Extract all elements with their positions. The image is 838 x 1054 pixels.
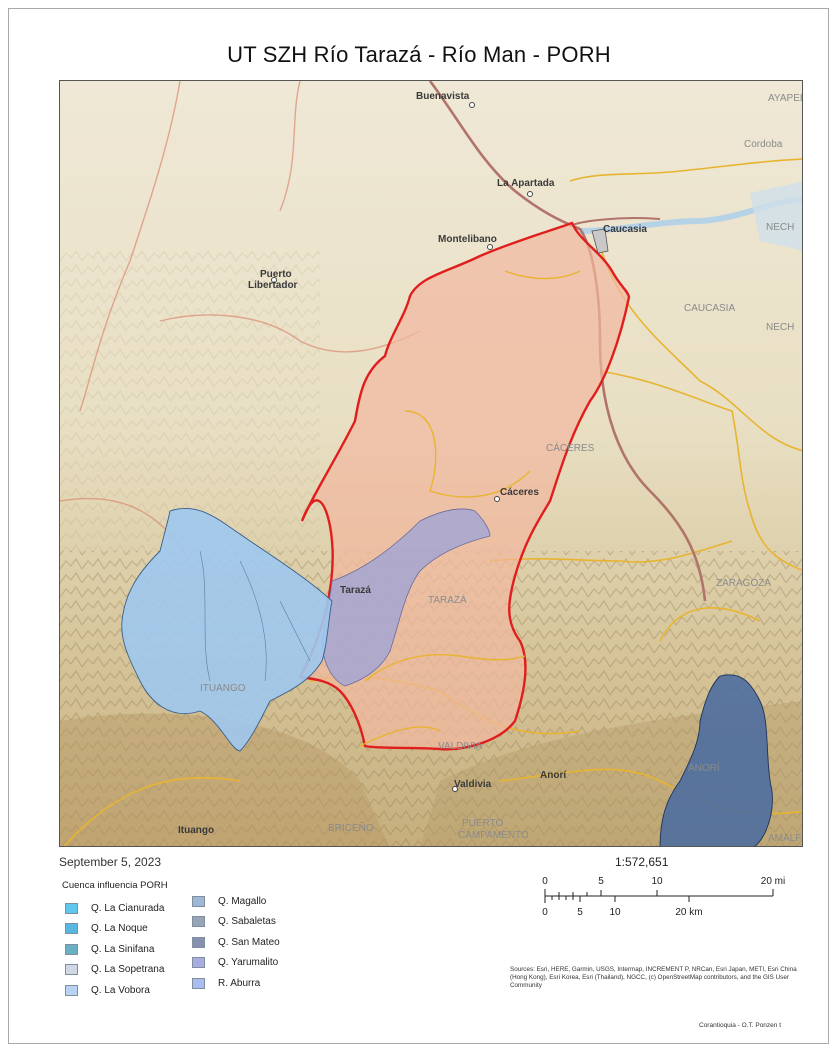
label-valdivia-muni: VALDIVIA [438, 741, 483, 752]
label-cordoba: Cordoba [744, 139, 783, 150]
legend-column-right: Q. Magallo Q. Sabaletas Q. San Mateo Q. … [192, 891, 280, 994]
mountains-sw [60, 713, 390, 846]
map-date: September 5, 2023 [59, 855, 162, 869]
legend-item: Q. Sabaletas [192, 912, 280, 933]
scale-mi-label-0: 0 [542, 876, 548, 887]
label-caceres-town: Cáceres [500, 487, 539, 498]
map-credit: Corantioquia - O.T. Ponzen t [699, 1022, 782, 1029]
scale-km-label-10: 10 [609, 907, 621, 918]
legend-label: Q. San Mateo [218, 936, 280, 948]
scale-km-label-0: 0 [542, 907, 548, 918]
basin-yarumalito[interactable] [321, 508, 491, 687]
label-campamento: CAMPAMENTO [458, 830, 529, 841]
legend-label: R. Aburra [218, 977, 261, 989]
map-canvas[interactable]: Buenavista La Apartada Caucasia Montelib… [60, 81, 803, 847]
basin-anori[interactable] [659, 674, 773, 847]
label-taraza-town: Tarazá [340, 585, 371, 596]
hillshade-west [60, 251, 320, 551]
legend-label: Q. Yarumalito [218, 957, 279, 969]
legend-swatch [65, 902, 78, 914]
legend-swatch [65, 964, 78, 976]
label-anori-town: Anorí [540, 770, 567, 781]
caucasia-urban [591, 228, 609, 254]
legend-swatch [192, 957, 205, 969]
map-frame[interactable]: Buenavista La Apartada Caucasia Montelib… [59, 80, 803, 847]
legend-label: Q. La Sinifana [91, 943, 155, 955]
scale-mi-label-10: 10 [651, 876, 663, 887]
label-amalfi: AMALFI [768, 833, 803, 844]
legend-label: Q. La Sopetrana [91, 964, 165, 976]
department-borders [60, 81, 421, 562]
legend-item: Q. La Cianurada [65, 898, 164, 919]
label-nech-1: NECH [766, 222, 794, 233]
label-valdivia-town: Valdivia [454, 779, 492, 790]
legend-title: Cuenca influencia PORH [62, 880, 168, 891]
scale-mi-label-5: 5 [598, 876, 604, 887]
label-zaragoza: ZARAGOZA [716, 578, 771, 589]
label-caceres-muni: CÁCERES [546, 441, 595, 454]
label-briceno: BRICEÑO [328, 821, 374, 834]
basin-ituango[interactable] [121, 507, 333, 752]
scale-km-label-5: 5 [577, 907, 583, 918]
scale-ratio: 1:572,651 [615, 855, 669, 869]
label-taraza-muni: TARAZÁ [428, 593, 467, 606]
wetland [750, 181, 802, 251]
legend-item: Q. Yarumalito [192, 953, 280, 974]
label-caucasia-town: Caucasia [603, 224, 647, 235]
label-ituango-muni: ITUANGO [200, 683, 246, 694]
legend-item: Q. San Mateo [192, 932, 280, 953]
label-buenavista: Buenavista [416, 91, 470, 102]
label-la-apartada: La Apartada [497, 178, 555, 189]
legend-item: Q. Magallo [192, 891, 280, 912]
scale-bar: 0 5 10 20 mi 0 5 10 20 km [542, 876, 785, 918]
legend-label: Q. La Cianurada [91, 902, 165, 914]
legend-item: R. Aburra [192, 973, 280, 994]
legend-label: Q. Sabaletas [218, 916, 276, 928]
legend-item: Q. La Noque [65, 919, 164, 940]
legend-item: Q. La Vobora [65, 980, 164, 1001]
legend-item: Q. La Sopetrana [65, 960, 164, 981]
legend-swatch [65, 943, 78, 955]
label-nech-2: NECH [766, 322, 794, 333]
scale-km-label-20: 20 km [675, 907, 702, 918]
page-frame [8, 8, 829, 1044]
label-montelibano: Montelibano [438, 234, 497, 245]
label-anori-muni: ANORÍ [688, 761, 720, 774]
label-ituango-town: Ituango [178, 825, 214, 836]
legend-label: Q. La Noque [91, 923, 148, 935]
label-ayapel: AYAPEL [768, 93, 803, 104]
label-puerto-libertador-1: Puerto [260, 269, 292, 280]
legend-swatch [65, 923, 78, 935]
legend-swatch [65, 984, 78, 996]
legend-swatch [192, 895, 205, 907]
study-area-internal-borders [359, 270, 581, 747]
label-caucasia-muni: CAUCASIA [684, 303, 735, 314]
label-puerto-libertador-2: Libertador [248, 280, 298, 291]
legend-swatch [192, 916, 205, 928]
map-title: UT SZH Río Tarazá - Río Man - PORH [227, 42, 611, 67]
scale-mi-label-20: 20 mi [761, 876, 785, 887]
map-sources: Sources: Esri, HERE, Garmin, USGS, Inter… [510, 966, 797, 990]
legend-swatch [192, 936, 205, 948]
label-puerto-1: PUERTO [462, 818, 504, 829]
legend-swatch [192, 977, 205, 989]
map-town-labels: Buenavista La Apartada Caucasia Montelib… [178, 91, 647, 836]
town-markers [271, 102, 533, 792]
sub-basin-lines [199, 550, 311, 682]
legend-label: Q. La Vobora [91, 984, 150, 996]
map-municipality-labels: Cordoba NECH CAUCASIA NECH CÁCERES TARAZ… [200, 93, 803, 844]
legend-item: Q. La Sinifana [65, 939, 164, 960]
legend-label: Q. Magallo [218, 895, 267, 907]
legend-column-left: Q. La Cianurada Q. La Noque Q. La Sinifa… [65, 898, 164, 1001]
